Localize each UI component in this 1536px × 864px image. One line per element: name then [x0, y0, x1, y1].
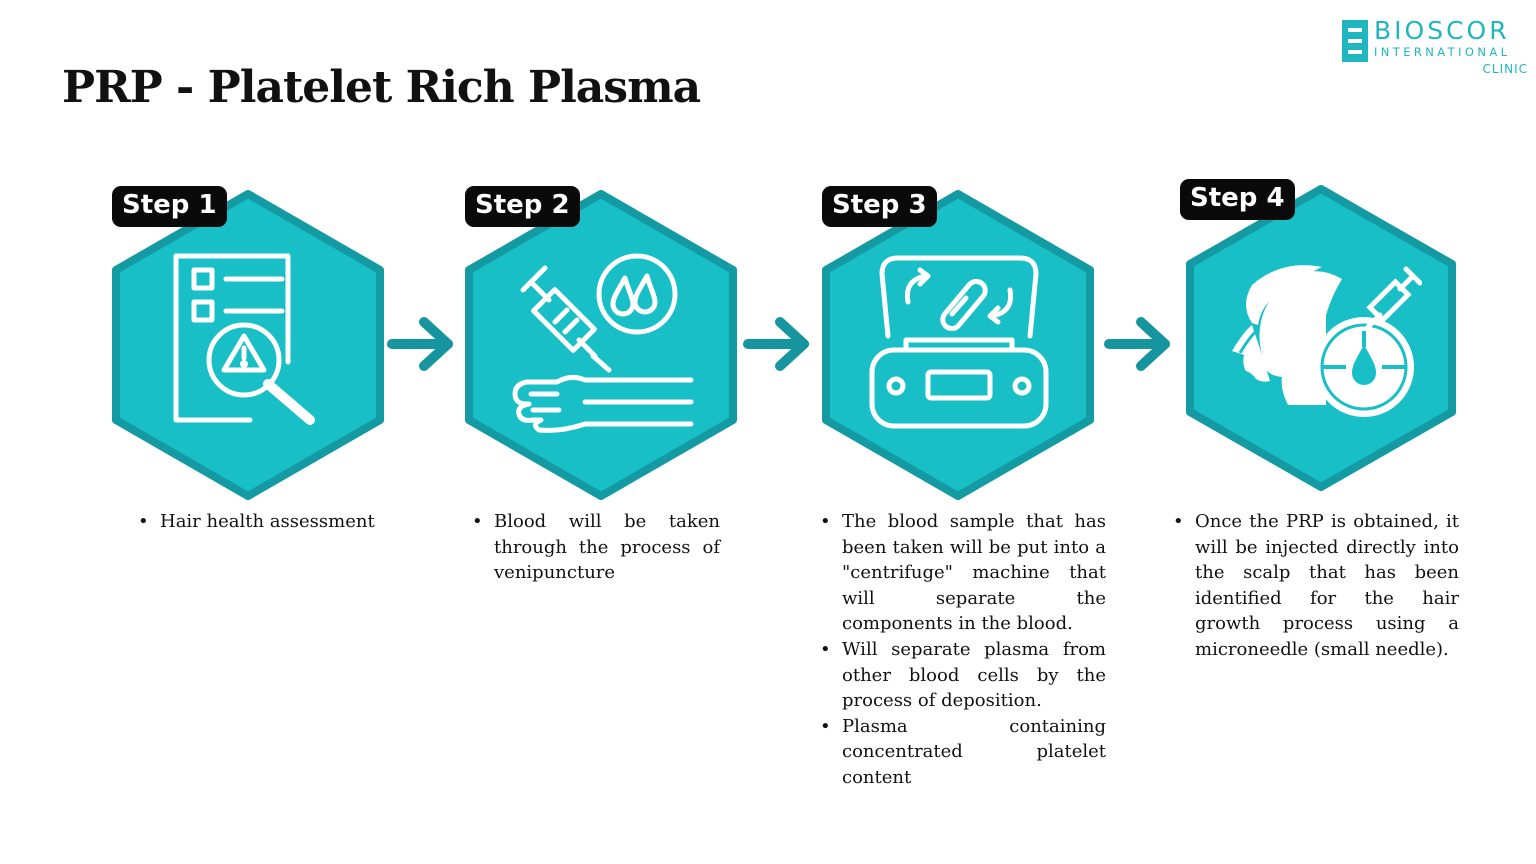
step-3-badge: Step 3: [822, 186, 937, 227]
list-item: The blood sample that has been taken wil…: [818, 509, 1106, 637]
scalp-injection-icon: [1232, 265, 1422, 417]
list-item: Plasma containing concentrated platelet …: [818, 714, 1106, 791]
arrow-right-icon: [387, 317, 453, 371]
arrow-right-icon: [1104, 317, 1170, 371]
step-3: Step 3: [822, 186, 1094, 500]
arrow-right-icon: [743, 317, 809, 371]
step-1-description: Hair health assessment: [136, 509, 386, 535]
step-1-badge: Step 1: [112, 186, 227, 227]
step-1: Step 1: [112, 186, 384, 500]
list-item: Hair health assessment: [136, 509, 386, 535]
centrifuge-machine-icon: [869, 255, 1049, 429]
step-3-description: The blood sample that has been taken wil…: [818, 509, 1106, 791]
step-4-description: Once the PRP is obtained, it will be inj…: [1171, 509, 1459, 663]
logo-clinic: CLINIC: [1482, 62, 1528, 76]
step-4-badge: Step 4: [1180, 179, 1295, 220]
step-4: Step 4: [1180, 179, 1456, 491]
list-item: Will separate plasma from other blood ce…: [818, 637, 1106, 714]
logo-name: BIOSCOR: [1374, 16, 1510, 45]
logo-subtitle: INTERNATIONAL: [1374, 45, 1511, 59]
blood-draw-syringe-icon: [512, 253, 694, 433]
list-item: Once the PRP is obtained, it will be inj…: [1171, 509, 1459, 663]
assessment-document-icon: [173, 253, 315, 425]
hexagon-3: [822, 190, 1094, 500]
step-2-badge: Step 2: [465, 186, 580, 227]
step-2: Step 2: [465, 186, 737, 500]
clinic-logo: BIOSCOR INTERNATIONAL CLINIC: [1338, 18, 1528, 78]
list-item: Blood will be taken through the process …: [470, 509, 720, 586]
step-2-description: Blood will be taken through the process …: [470, 509, 720, 586]
logo-mark-icon: [1342, 20, 1368, 62]
page-title: PRP - Platelet Rich Plasma: [62, 62, 701, 113]
